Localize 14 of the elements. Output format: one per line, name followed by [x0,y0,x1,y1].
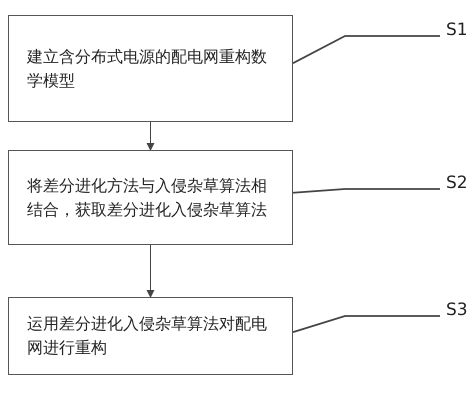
process-box [8,150,293,245]
arrow [146,122,154,151]
leader-line [292,35,440,64]
process-box [8,15,293,122]
leader-line [292,315,440,333]
step-label: S2 [446,173,468,193]
step-label: S1 [446,20,468,40]
step-text: 建立含分布式电源的配电网重构数学模型 [26,46,268,92]
arrow [146,244,154,298]
leader-line [292,188,440,194]
step-text: 运用差分进化入侵杂草算法对配电网进行重构 [26,313,268,359]
step-label: S3 [446,300,468,320]
step-text: 将差分进化方法与入侵杂草算法相结合，获取差分进化入侵杂草算法 [26,174,268,220]
process-box [8,297,293,375]
